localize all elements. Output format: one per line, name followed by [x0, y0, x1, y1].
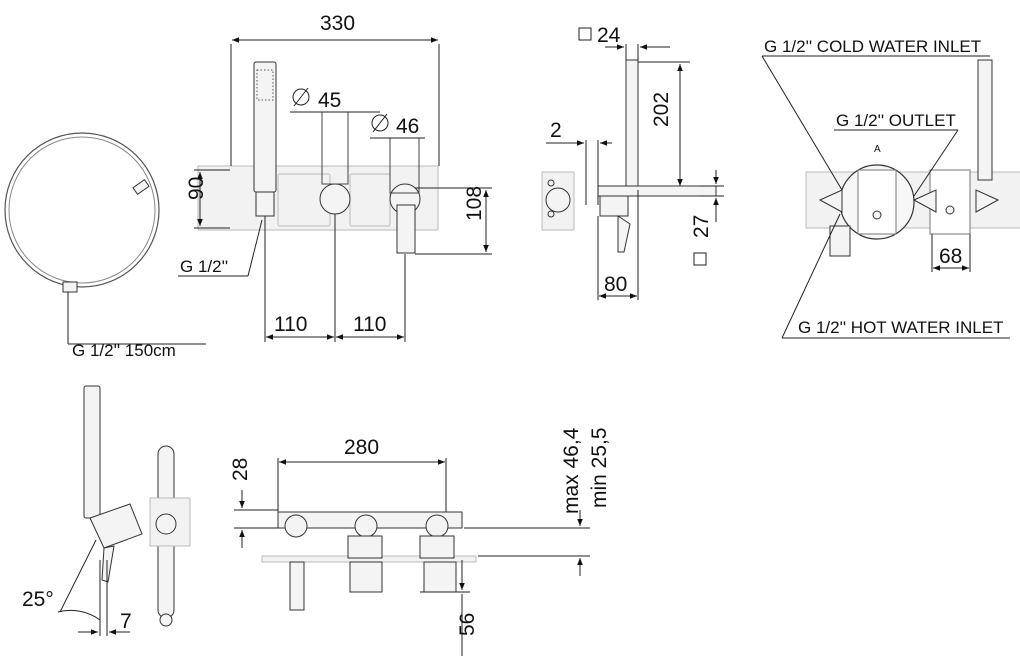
front-thread-label: G 1/2''	[180, 257, 228, 276]
dim-90: 90	[185, 177, 208, 200]
side-view: 24 202 2 27 80	[541, 24, 724, 300]
dim-max: max 46,4	[560, 427, 583, 514]
dim-108: 108	[463, 186, 486, 221]
dim-110-right: 110	[353, 313, 386, 336]
hose-label: G 1/2'' 150cm	[72, 341, 176, 360]
dim-28: 28	[229, 458, 252, 481]
dim-2: 2	[550, 119, 562, 142]
dim-dia-45: 45	[318, 89, 341, 112]
dim-7: 7	[120, 610, 132, 633]
dim-280: 280	[344, 436, 379, 459]
dim-110-left: 110	[274, 313, 307, 336]
outlet-label: G 1/2'' OUTLET	[836, 111, 956, 130]
dim-330: 330	[320, 12, 355, 35]
dim-min: min 25,5	[588, 427, 611, 508]
marker-a: A	[874, 144, 881, 155]
dim-27: 27	[690, 215, 713, 238]
dim-square-24: 24	[597, 24, 621, 47]
hot-inlet-label: G 1/2'' HOT WATER INLET	[798, 318, 1004, 337]
body-view: 280 28 max 46,4 min 25,5 56	[229, 427, 611, 656]
dim-angle-25: 25°	[22, 588, 54, 611]
hose-coil: G 1/2'' 150cm	[4, 132, 206, 360]
cold-inlet-label: G 1/2'' COLD WATER INLET	[764, 37, 981, 56]
dim-80: 80	[604, 273, 627, 296]
front-view: 330 45 46 90 108 110 110 G 1/2''	[178, 12, 492, 342]
profile-view: 25° 7	[22, 385, 191, 636]
dim-68: 68	[939, 245, 962, 268]
dim-dia-46: 46	[396, 115, 419, 138]
dim-202: 202	[650, 92, 673, 127]
dim-56: 56	[456, 613, 479, 636]
rear-view: A G 1/2'' COLD WATER INLET G 1/2'' OUTLE…	[761, 37, 1020, 339]
